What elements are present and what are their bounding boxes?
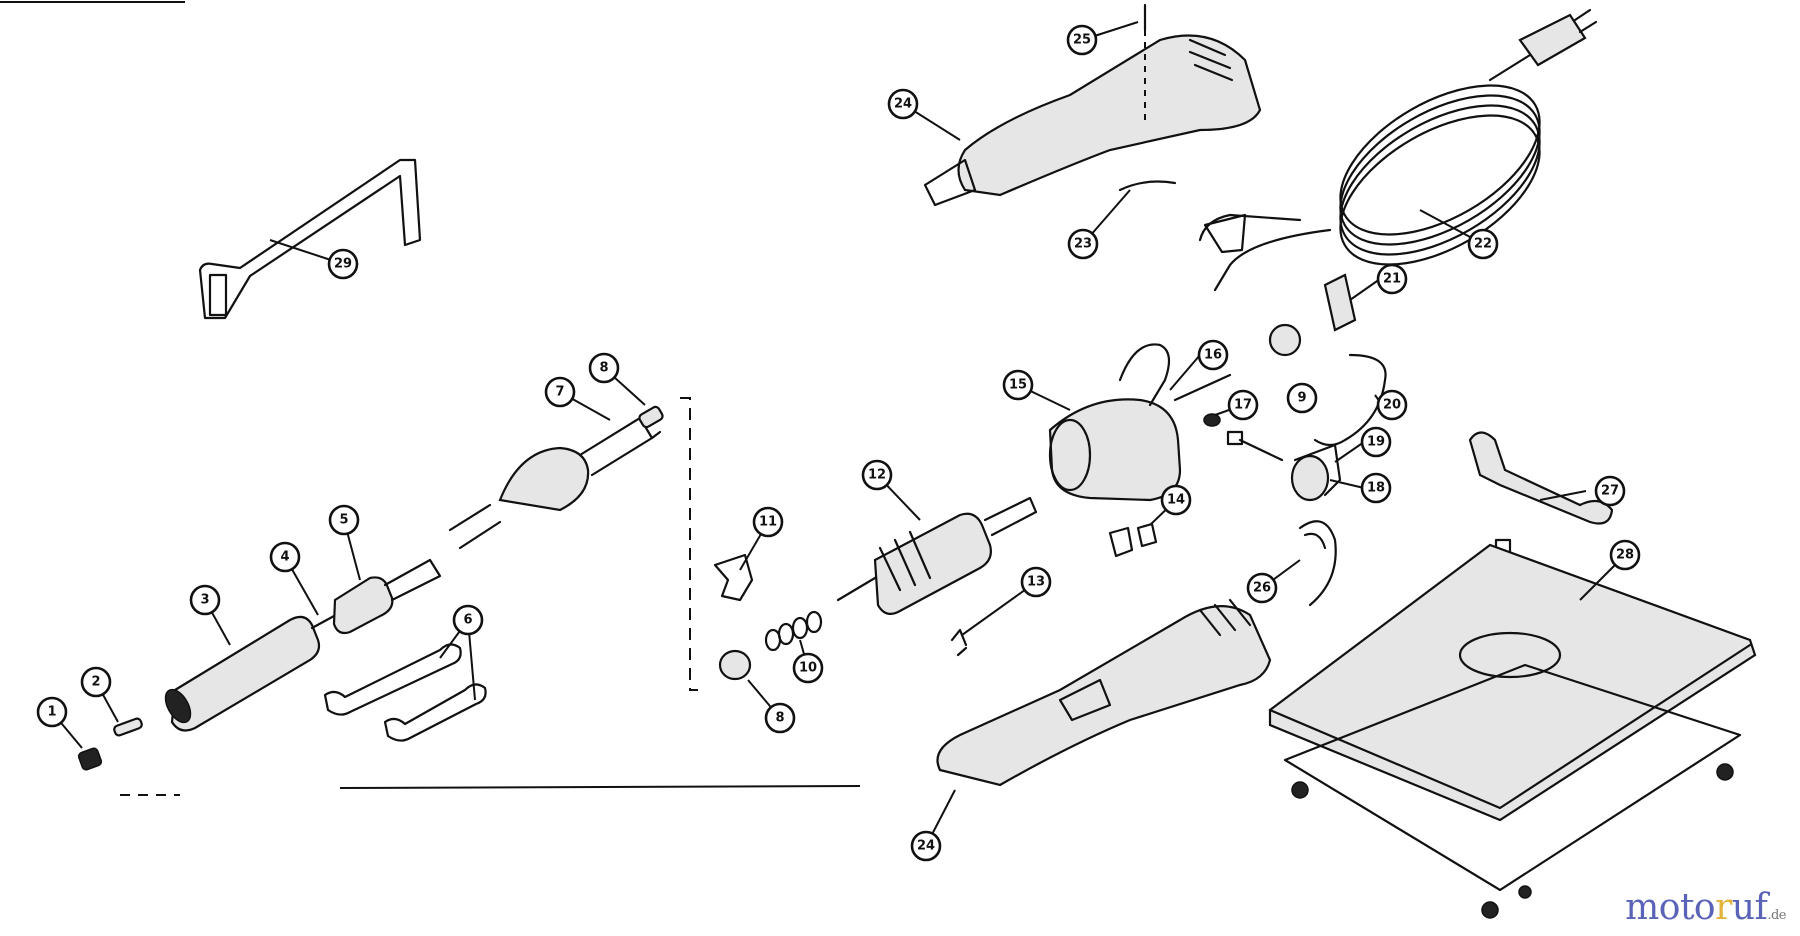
watermark-part3: uf: [1731, 887, 1768, 928]
callout-8b: 8: [764, 702, 796, 734]
callout-label: 8: [775, 711, 784, 726]
callout-14: 14: [1160, 484, 1192, 516]
callout-label: 12: [868, 468, 886, 483]
callout-17: 17: [1227, 389, 1259, 421]
callout-label: 3: [200, 593, 209, 608]
callout-7: 7: [544, 376, 576, 408]
part-field-housing: [1048, 343, 1182, 502]
callout-label: 11: [759, 515, 777, 530]
callout-5: 5: [328, 504, 360, 536]
part-collet-nut: [77, 747, 103, 771]
callout-label: 8: [599, 361, 608, 376]
callout-25: 25: [1066, 24, 1098, 56]
frame-lines: [0, 1, 861, 796]
part-switch-cap: [1290, 443, 1342, 502]
callout-label: 26: [1253, 581, 1271, 596]
callout-label: 1: [47, 705, 56, 720]
callout-8: 8: [588, 352, 620, 384]
part-housing-bottom: [936, 598, 1272, 787]
callout-27: 27: [1594, 475, 1626, 507]
callout-21: 21: [1376, 263, 1408, 295]
callout-23: 23: [1067, 228, 1099, 260]
callout-16: 16: [1197, 339, 1229, 371]
callout-9: 9: [1286, 382, 1318, 414]
callout-label: 19: [1367, 435, 1385, 450]
callout-26: 26: [1246, 572, 1278, 604]
callout-label: 7: [555, 385, 564, 400]
guide-line: [680, 397, 698, 691]
callout-label: 25: [1073, 33, 1091, 48]
part-collet: [113, 717, 143, 737]
callout-label: 17: [1234, 398, 1252, 413]
callout-11: 11: [752, 506, 784, 538]
callout-label: 16: [1204, 348, 1222, 363]
callout-28: 28: [1609, 539, 1641, 571]
callout-29: 29: [327, 248, 359, 280]
callout-1: 1: [36, 696, 68, 728]
watermark-part1: moto: [1625, 887, 1716, 928]
callout-label: 5: [339, 513, 348, 528]
callout-12: 12: [861, 459, 893, 491]
callout-label: 2: [91, 675, 100, 690]
part-flexible-shaft: [448, 412, 662, 550]
part-washers: [764, 610, 823, 652]
callout-19: 19: [1360, 426, 1392, 458]
callout-6: 6: [452, 604, 484, 636]
callout-label: 18: [1367, 481, 1385, 496]
callout-24b: 24: [910, 830, 942, 862]
part-switch: [1323, 273, 1357, 332]
part-bearing: [718, 649, 752, 681]
callout-label: 22: [1474, 237, 1492, 252]
callout-label: 21: [1383, 272, 1401, 287]
part-brush-springs: [950, 522, 1158, 657]
watermark-logo: motoruf.de: [1625, 887, 1786, 928]
callout-label: 4: [280, 550, 289, 565]
part-flex-shaft-tube: [164, 615, 321, 732]
watermark-suffix: .de: [1767, 908, 1786, 923]
part-housing-top: [923, 34, 1262, 207]
callout-18: 18: [1360, 472, 1392, 504]
watermark-part2: r: [1715, 887, 1732, 928]
callout-label: 29: [334, 257, 352, 272]
part-wrenches: [323, 643, 487, 742]
part-power-cord: [1198, 8, 1598, 292]
callout-2: 2: [80, 666, 112, 698]
callout-label: 14: [1167, 493, 1185, 508]
callout-20: 20: [1376, 389, 1408, 421]
callout-4: 4: [269, 541, 301, 573]
part-connectors: [1173, 373, 1284, 462]
callout-15: 15: [1002, 369, 1034, 401]
callout-label: 23: [1074, 237, 1092, 252]
part-hanger-hook: [198, 158, 422, 320]
part-armature: [836, 496, 1038, 615]
callout-label: 9: [1297, 391, 1306, 406]
callout-24a: 24: [887, 88, 919, 120]
part-wire-lead: [1313, 353, 1387, 447]
callout-13: 13: [1020, 566, 1052, 598]
callout-label: 20: [1383, 398, 1401, 413]
callout-label: 24: [894, 97, 912, 112]
part-strain-relief: [1118, 180, 1247, 254]
callout-label: 24: [917, 839, 935, 854]
callout-label: 10: [799, 661, 817, 676]
part-base: [1268, 543, 1757, 919]
callout-label: 28: [1616, 548, 1634, 563]
part-knob: [1268, 323, 1302, 357]
callout-3: 3: [189, 584, 221, 616]
callout-label: 13: [1027, 575, 1045, 590]
part-coupling: [332, 558, 442, 635]
callout-label: 27: [1601, 484, 1619, 499]
part-wire-clip: [1298, 520, 1337, 607]
callout-22: 22: [1467, 228, 1499, 260]
callout-10: 10: [792, 652, 824, 684]
callout-label: 6: [463, 613, 472, 628]
part-brush-holder: [713, 553, 754, 602]
callout-label: 15: [1009, 378, 1027, 393]
part-end-cap: [638, 405, 664, 429]
part-bracket: [1468, 431, 1614, 556]
